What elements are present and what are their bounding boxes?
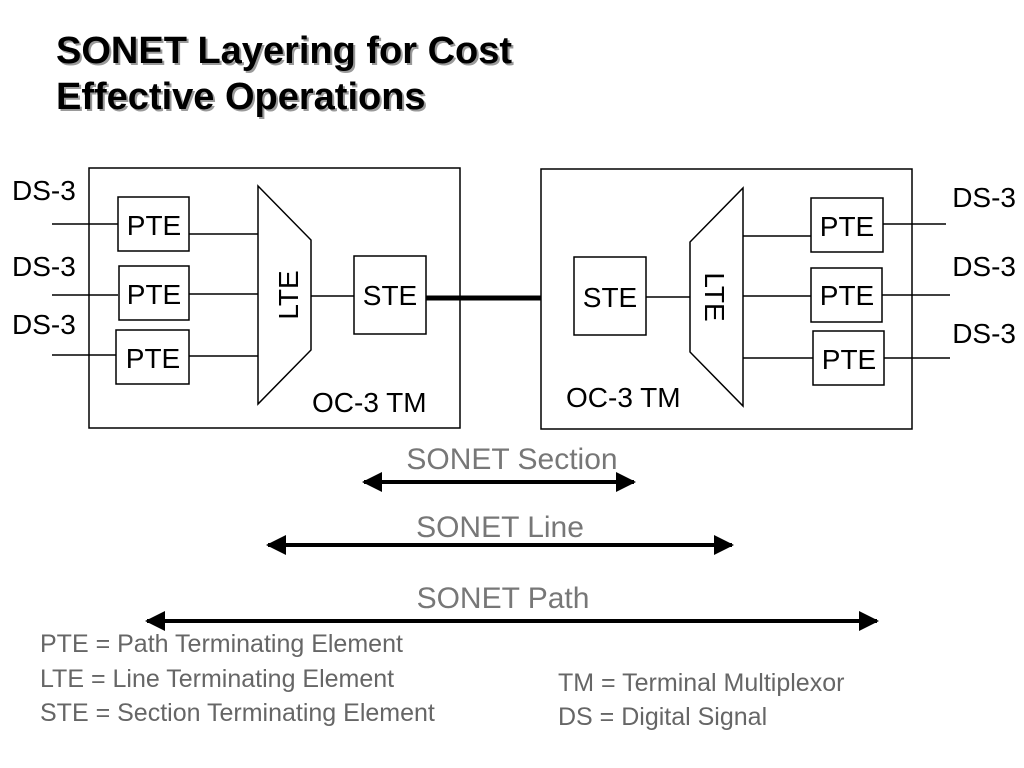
- legend-lte: LTE = Line Terminating Element: [40, 665, 394, 693]
- left-pte-label-2: PTE: [127, 279, 181, 310]
- legend-tm: TM = Terminal Multiplexor: [558, 669, 844, 697]
- right-pte-label-1: PTE: [820, 211, 874, 242]
- span-line: SONET Line: [266, 511, 734, 555]
- left-ste-box: [353, 255, 427, 335]
- slide-title: SONET Layering for Cost Effective Operat…: [56, 28, 512, 120]
- right-ste-label: STE: [583, 282, 637, 313]
- right-pte-box-2: [810, 267, 883, 323]
- right-terminal: STE LTE PTE PTE PTE DS-3 DS-3 DS-3 OC-3 …: [540, 168, 1016, 430]
- left-pte-label-3: PTE: [126, 343, 180, 374]
- legend-pte: PTE = Path Terminating Element: [40, 630, 403, 658]
- left-lte-label: LTE: [273, 270, 304, 319]
- right-pte-box-3: [812, 330, 885, 386]
- right-lte-label: LTE: [699, 272, 730, 321]
- span-path: SONET Path: [145, 582, 879, 631]
- right-tm-label: OC-3 TM: [566, 382, 681, 413]
- title-line-1: SONET Layering for Cost: [56, 30, 513, 72]
- span-section-label: SONET Section: [406, 443, 617, 476]
- span-path-label: SONET Path: [417, 582, 590, 615]
- right-pte-label-2: PTE: [820, 280, 874, 311]
- legend-right: TM = Terminal Multiplexor DS = Digital S…: [558, 669, 844, 731]
- left-pte-box-3: [115, 329, 190, 385]
- left-pte-box-2: [118, 265, 190, 321]
- legend-ds: DS = Digital Signal: [558, 703, 767, 731]
- right-ds3-label-1: DS-3: [952, 182, 1016, 213]
- right-ste-box: [573, 256, 647, 336]
- left-ds3-label-3: DS-3: [12, 309, 76, 340]
- legend-left: PTE = Path Terminating Element LTE = Lin…: [40, 630, 435, 727]
- left-pte-label-1: PTE: [127, 210, 181, 241]
- left-tm-label: OC-3 TM: [312, 387, 427, 418]
- left-ds3-label-1: DS-3: [12, 175, 76, 206]
- span-section: SONET Section: [362, 443, 636, 492]
- left-ds3-label-2: DS-3: [12, 251, 76, 282]
- right-pte-box-1: [810, 197, 884, 253]
- right-ds3-label-3: DS-3: [952, 318, 1016, 349]
- left-lte-shape: [257, 184, 312, 406]
- span-line-label: SONET Line: [416, 511, 584, 544]
- right-ds3-label-2: DS-3: [952, 251, 1016, 282]
- title-line-2: Effective Operations: [56, 76, 426, 118]
- left-pte-box-1: [117, 196, 190, 252]
- left-ste-label: STE: [363, 280, 417, 311]
- legend-ste: STE = Section Terminating Element: [40, 699, 435, 727]
- right-pte-label-3: PTE: [822, 344, 876, 375]
- right-lte-shape: [689, 186, 744, 408]
- left-terminal: DS-3 DS-3 DS-3 PTE PTE PTE LTE STE OC-3 …: [12, 167, 461, 429]
